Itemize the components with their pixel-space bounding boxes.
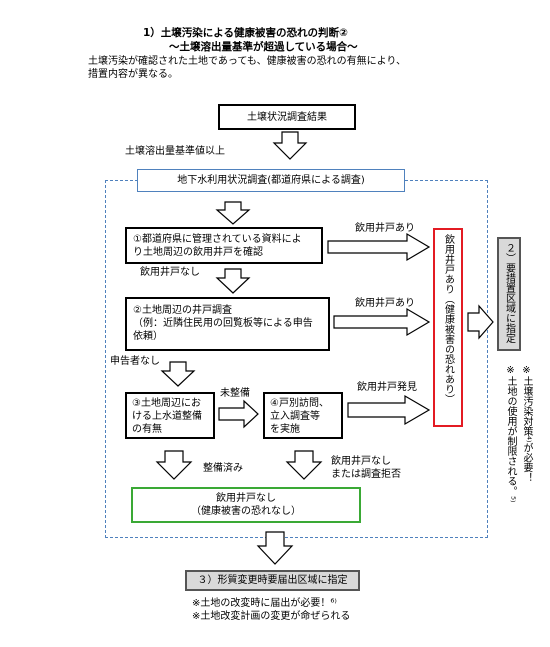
groundwater-survey-box: 地下水利用状況調査(都道府県による調査)	[137, 169, 405, 192]
installed-label: 整備済み	[203, 463, 243, 474]
step4-box: ④戸別訪問、 立入調査等 を実施	[263, 392, 343, 439]
groundwater-survey-label: 地下水利用状況調査(都道府県による調査)	[177, 175, 365, 186]
step3-line1: ③土地周辺にお	[132, 398, 201, 409]
survey-result-box: 土壌状況調査結果	[218, 104, 356, 130]
change-designation-box: ３）形質変更時要届出区域に指定	[185, 570, 360, 591]
step3-line3: の有無	[132, 424, 162, 435]
step1-line2: り土地周辺の飲用井戸を確認	[133, 247, 263, 258]
change-designation-label: ３）形質変更時要届出区域に指定	[197, 575, 348, 586]
page-title: 1）土壌汚染による健康被害の恐れの判断②	[143, 27, 348, 39]
step2-line3: 依頼）	[133, 331, 163, 342]
health-risk-box: 飲用井戸あり（健康被害の恐れあり）	[433, 228, 463, 427]
step4-line3: を実施	[270, 424, 300, 435]
health-risk-label: 飲用井戸あり（健康被害の恐れあり）	[442, 234, 454, 404]
designation-label: ２）要措置区域に指定	[503, 243, 515, 343]
designation-note-col2: ※土地の使用が制限される。⁵⁾	[505, 365, 516, 503]
no-well-or-refused-line1: 飲用井戸なし	[331, 456, 391, 467]
step3-line2: ける上水道整備	[132, 411, 202, 422]
arrow-down-6	[285, 450, 323, 480]
not-installed-label: 未整備	[220, 388, 250, 399]
arrow-right-1	[327, 232, 431, 262]
step4-line2: 立入調査等	[270, 411, 320, 422]
arrow-right-5	[467, 304, 494, 340]
no-well-label-1: 飲用井戸なし	[140, 267, 200, 278]
step3-box: ③土地周辺にお ける上水道整備 の有無	[125, 392, 215, 439]
arrow-down-1	[272, 131, 308, 160]
step1-box: ①都道府県に管理されている資料によ り土地周辺の飲用井戸を確認	[125, 227, 323, 264]
arrow-down-2	[215, 201, 251, 225]
no-report-label: 申告者なし	[110, 356, 160, 367]
designation-note-col1: ※土壌汚染対策⁴⁾が必要！	[521, 365, 532, 483]
arrow-right-2	[333, 307, 431, 337]
step2-line1: ②土地周辺の井戸調査	[133, 305, 232, 316]
description-line-1: 土壌汚染が確認された土地であっても、健康被害の恐れの有無により、	[88, 56, 406, 67]
arrow-right-4	[347, 394, 431, 426]
page-subtitle: ～土壌溶出量基準が超過している場合～	[169, 41, 358, 53]
arrow-right-3	[218, 399, 259, 429]
step4-line1: ④戸別訪問、	[270, 398, 329, 409]
no-risk-line1: 飲用井戸なし	[216, 493, 276, 504]
well-exists-label-2: 飲用井戸あり	[355, 298, 415, 309]
above-standard-label: 土壌溶出量基準値以上	[125, 146, 225, 157]
arrow-down-7	[256, 531, 294, 565]
change-note-2: ※土地改変計画の変更が命ぜられる	[192, 611, 351, 622]
survey-result-label: 土壌状況調査結果	[247, 111, 327, 123]
step2-line2: （例：近隣住民用の回覧板等による申告	[133, 318, 313, 329]
well-exists-label-1: 飲用井戸あり	[355, 223, 415, 234]
arrow-down-3	[215, 268, 251, 294]
step1-line1: ①都道府県に管理されている資料によ	[133, 234, 302, 245]
no-risk-result-box: 飲用井戸なし （健康被害の恐れなし）	[131, 487, 361, 523]
well-found-label: 飲用井戸発見	[357, 382, 417, 393]
arrow-down-5	[155, 450, 193, 480]
designation-box: ２）要措置区域に指定	[497, 237, 521, 351]
no-well-or-refused-line2: または調査拒否	[331, 469, 401, 480]
arrow-down-4	[160, 361, 196, 387]
no-risk-line2: （健康被害の恐れなし）	[191, 506, 301, 517]
step2-box: ②土地周辺の井戸調査 （例：近隣住民用の回覧板等による申告 依頼）	[125, 297, 330, 351]
description-line-2: 措置内容が異なる。	[88, 69, 178, 80]
change-note-1: ※土地の改変時に届出が必要！⁶⁾	[192, 598, 337, 609]
